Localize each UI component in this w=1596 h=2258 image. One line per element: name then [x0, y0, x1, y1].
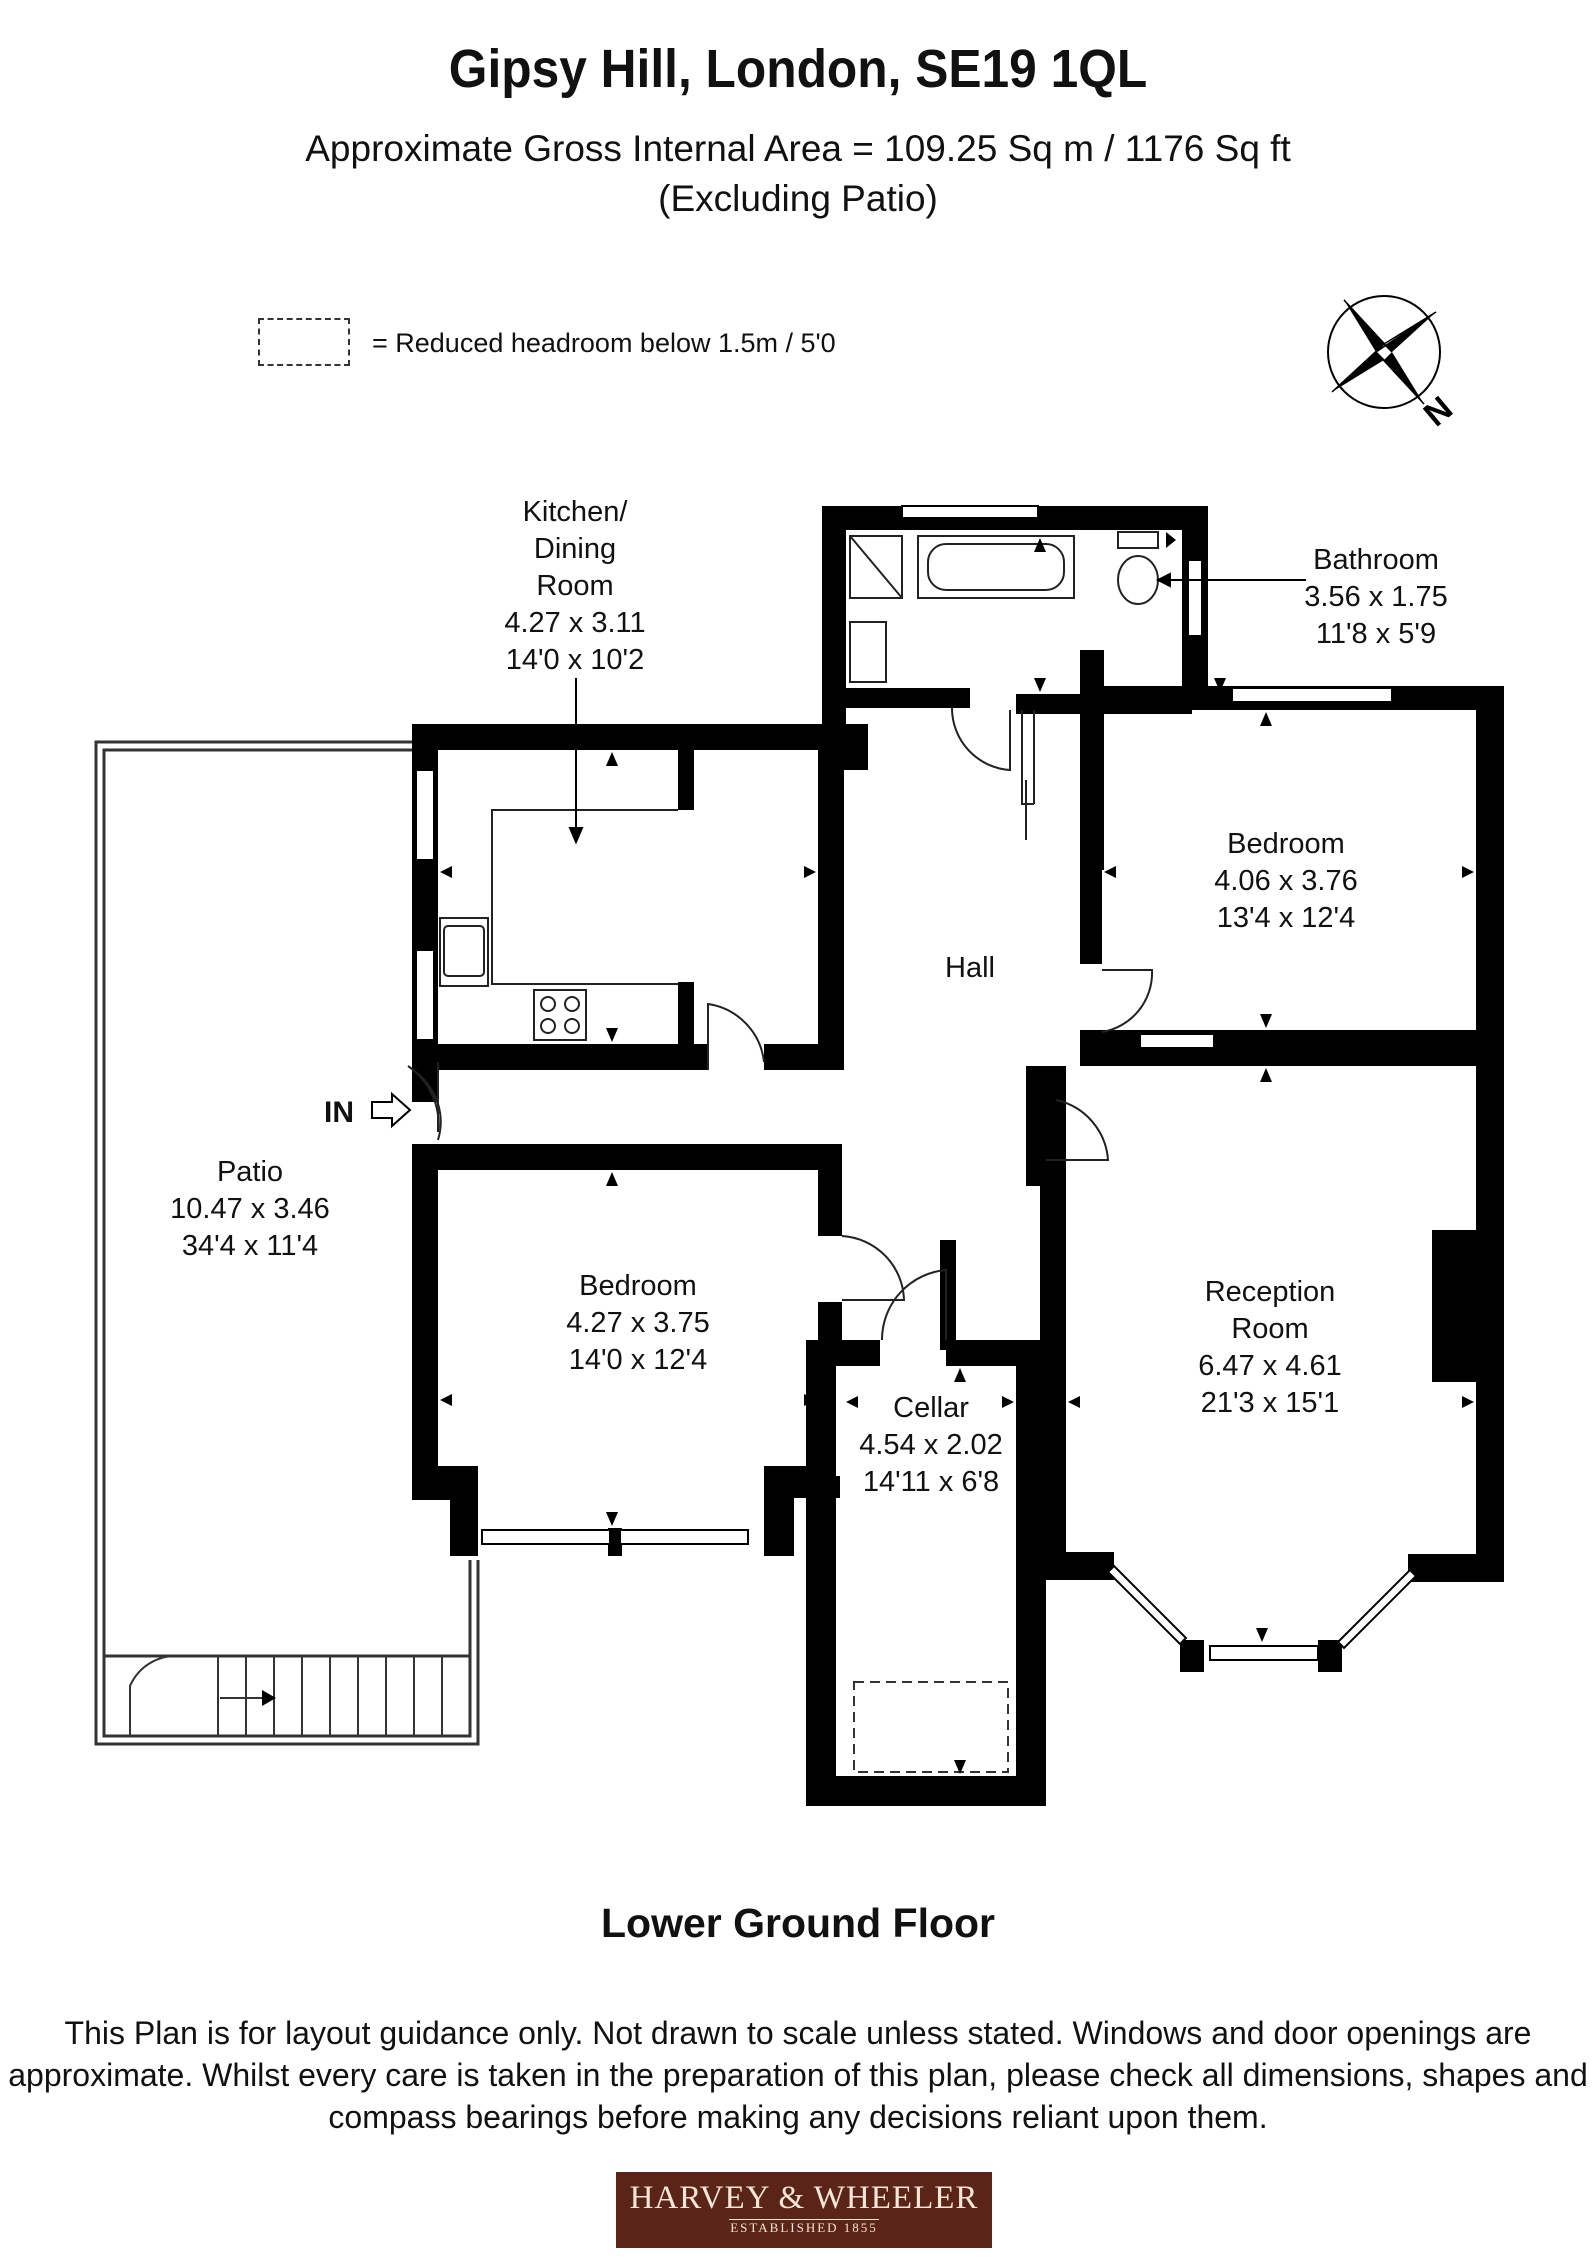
cellar-reduced-headroom-zone	[853, 1681, 1009, 1773]
legend-text: = Reduced headroom below 1.5m / 5'0	[372, 328, 836, 358]
doors	[407, 707, 1154, 1341]
bedroom-left-imperial: 14'0 x 12'4	[568, 1344, 708, 1376]
reception-imperial: 21'3 x 15'1	[1200, 1387, 1340, 1419]
kitchen-door	[707, 1002, 765, 1070]
bedroom-right-door	[1101, 969, 1154, 1033]
kitchen-metric: 4.27 x 3.11	[504, 607, 646, 639]
bedroom-right-name: Bedroom	[1227, 828, 1345, 860]
patio-name: Patio	[216, 1156, 284, 1188]
shower-icon	[849, 535, 903, 599]
gross-area-text: Approximate Gross Internal Area = 109.25…	[305, 128, 1291, 169]
hall-name: Hall	[945, 952, 995, 984]
bedroom-left-door	[841, 1235, 906, 1301]
dimension-markers	[440, 532, 1474, 1774]
bathroom-door	[950, 707, 1011, 772]
kitchen-name-3: Room	[536, 570, 614, 602]
leader-lines	[568, 572, 1306, 845]
floor-name: Lower Ground Floor	[600, 1900, 996, 1946]
sink-icon	[439, 917, 489, 987]
room-label-kitchen: Kitchen/ Dining Room 4.27 x 3.11 14'0 x …	[490, 494, 660, 679]
room-label-bathroom: Bathroom 3.56 x 1.75 11'8 x 5'9	[1286, 542, 1466, 653]
room-label-cellar: Cellar 4.54 x 2.02 14'11 x 6'8	[846, 1390, 1016, 1501]
kitchen-imperial: 14'0 x 10'2	[505, 644, 645, 676]
bathroom-fixtures	[849, 531, 1159, 683]
compass-north-label: N	[1417, 389, 1460, 434]
stair-arrow-icon	[262, 1690, 276, 1706]
room-label-bedroom-left: Bedroom 4.27 x 3.75 14'0 x 12'4	[548, 1268, 728, 1379]
patio-outline	[94, 740, 480, 1746]
reception-name-2: Room	[1231, 1313, 1309, 1345]
reception-door	[1046, 1099, 1110, 1161]
reception-name-1: Reception	[1204, 1276, 1336, 1308]
cellar-metric: 4.54 x 2.02	[859, 1429, 1003, 1461]
page-title: Gipsy Hill, London, SE19 1QL	[448, 39, 1148, 99]
logo-established: ESTABLISHED 1855	[729, 2219, 879, 2235]
kitchen-name-2: Dining	[533, 533, 617, 565]
patio-metric: 10.47 x 3.46	[170, 1193, 330, 1225]
room-label-bedroom-right: Bedroom 4.06 x 3.76 13'4 x 12'4	[1196, 826, 1376, 937]
bathroom-name: Bathroom	[1313, 544, 1439, 576]
bathroom-metric: 3.56 x 1.75	[1304, 581, 1448, 613]
compass-icon	[1327, 295, 1441, 409]
cellar-imperial: 14'11 x 6'8	[862, 1466, 1000, 1498]
bedroom-left-metric: 4.27 x 3.75	[566, 1307, 710, 1339]
basin-icon	[849, 621, 887, 683]
disclaimer-text: This Plan is for layout guidance only. N…	[8, 2015, 1588, 2135]
cellar-name: Cellar	[893, 1392, 969, 1424]
kitchen-fixtures	[439, 809, 678, 1041]
area-note-text: (Excluding Patio)	[658, 178, 938, 219]
entrance-door	[407, 1062, 440, 1133]
room-label-hall: Hall	[920, 950, 1020, 987]
hob-icon	[533, 989, 587, 1041]
reception-metric: 6.47 x 4.61	[1198, 1350, 1342, 1382]
bedroom-right-metric: 4.06 x 3.76	[1214, 865, 1358, 897]
room-label-patio: Patio 10.47 x 3.46 34'4 x 11'4	[150, 1154, 350, 1265]
agency-logo: HARVEY & WHEELER ESTABLISHED 1855	[616, 2172, 992, 2248]
closet-door	[1021, 710, 1035, 805]
entrance-label: IN	[324, 1096, 354, 1129]
reduced-headroom-legend-swatch	[258, 318, 350, 366]
entrance-arrow-icon	[371, 1091, 412, 1129]
bedroom-left-name: Bedroom	[579, 1270, 697, 1302]
bathroom-imperial: 11'8 x 5'9	[1315, 618, 1437, 650]
bath-icon	[917, 535, 1075, 599]
bedroom-right-imperial: 13'4 x 12'4	[1216, 902, 1356, 934]
room-label-reception: Reception Room 6.47 x 4.61 21'3 x 15'1	[1180, 1274, 1360, 1422]
patio-imperial: 34'4 x 11'4	[181, 1230, 319, 1262]
toilet-icon	[1117, 531, 1159, 549]
walls	[412, 506, 1504, 1806]
cellar-door	[880, 1268, 947, 1341]
logo-name: HARVEY & WHEELER	[629, 2180, 979, 2216]
kitchen-name-1: Kitchen/	[522, 496, 628, 528]
